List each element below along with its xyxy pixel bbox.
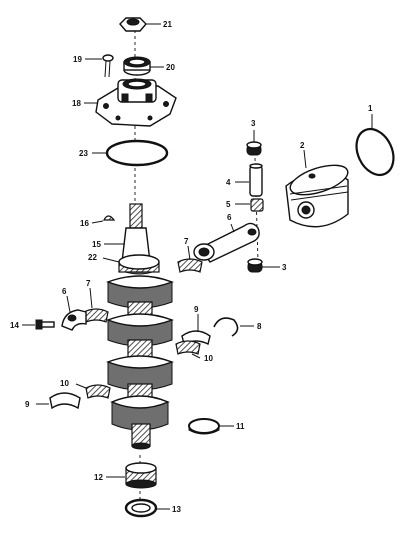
callout-6-lower: 6 bbox=[62, 287, 67, 296]
crankshaft-body bbox=[106, 275, 174, 450]
callout-20: 20 bbox=[166, 63, 175, 72]
upper-bearing bbox=[102, 254, 160, 275]
callout-13: 13 bbox=[172, 505, 181, 514]
bearing-housing bbox=[84, 78, 177, 127]
woodruff-key bbox=[91, 215, 116, 224]
callout-3-bottom: 3 bbox=[282, 263, 287, 272]
callout-22: 22 bbox=[88, 253, 97, 262]
connecting-rod-upper bbox=[193, 222, 260, 263]
rod-cap-left bbox=[36, 392, 81, 410]
retaining-ring bbox=[213, 317, 254, 337]
callout-2: 2 bbox=[300, 141, 305, 150]
bearing-half-left bbox=[75, 383, 111, 399]
callout-18: 18 bbox=[72, 99, 81, 108]
roller-bearing bbox=[106, 462, 157, 489]
callout-3-top: 3 bbox=[251, 119, 256, 128]
housing-screw bbox=[85, 54, 114, 78]
bearing-cage-lower bbox=[83, 287, 109, 323]
piston-axis-line bbox=[254, 157, 259, 263]
rod-screw bbox=[22, 319, 55, 330]
callout-12: 12 bbox=[94, 473, 103, 482]
callout-6-upper: 6 bbox=[227, 213, 232, 222]
piston-pin bbox=[235, 163, 263, 197]
pin-needle-bearing bbox=[235, 198, 264, 212]
callout-19: 19 bbox=[73, 55, 82, 64]
callout-labels: 1 2 3 3 4 5 6 6 7 7 8 9 9 10 10 11 12 13… bbox=[10, 20, 373, 514]
callout-23: 23 bbox=[79, 149, 88, 158]
callout-10-right: 10 bbox=[204, 354, 213, 363]
piston-pin-retainer-bottom bbox=[247, 258, 280, 273]
callout-7-upper: 7 bbox=[184, 237, 189, 246]
flywheel-nut bbox=[119, 17, 161, 32]
bearing-cage-upper bbox=[177, 245, 203, 273]
oil-seal bbox=[124, 498, 170, 518]
rod-cap-right bbox=[181, 314, 211, 346]
callout-1: 1 bbox=[368, 104, 373, 113]
callout-10-left: 10 bbox=[60, 379, 69, 388]
callout-5: 5 bbox=[226, 200, 231, 209]
callout-7-lower: 7 bbox=[86, 279, 91, 288]
crankshaft bbox=[104, 203, 151, 263]
callout-9-left: 9 bbox=[25, 400, 30, 409]
callout-8: 8 bbox=[257, 322, 262, 331]
bearing-half-right bbox=[175, 340, 201, 359]
piston bbox=[285, 149, 349, 228]
callout-15: 15 bbox=[92, 240, 101, 249]
callout-21: 21 bbox=[163, 20, 172, 29]
callout-4: 4 bbox=[226, 178, 231, 187]
upper-seal bbox=[123, 56, 164, 76]
piston-pin-retainer-top bbox=[246, 130, 262, 156]
connecting-rod-lower bbox=[61, 295, 87, 331]
callout-9-right: 9 bbox=[194, 305, 199, 314]
piston-ring bbox=[355, 114, 395, 177]
o-ring bbox=[92, 139, 169, 167]
callout-11: 11 bbox=[236, 422, 245, 431]
callout-14: 14 bbox=[10, 321, 19, 330]
callout-16: 16 bbox=[80, 219, 89, 228]
seal-ring bbox=[188, 418, 234, 435]
